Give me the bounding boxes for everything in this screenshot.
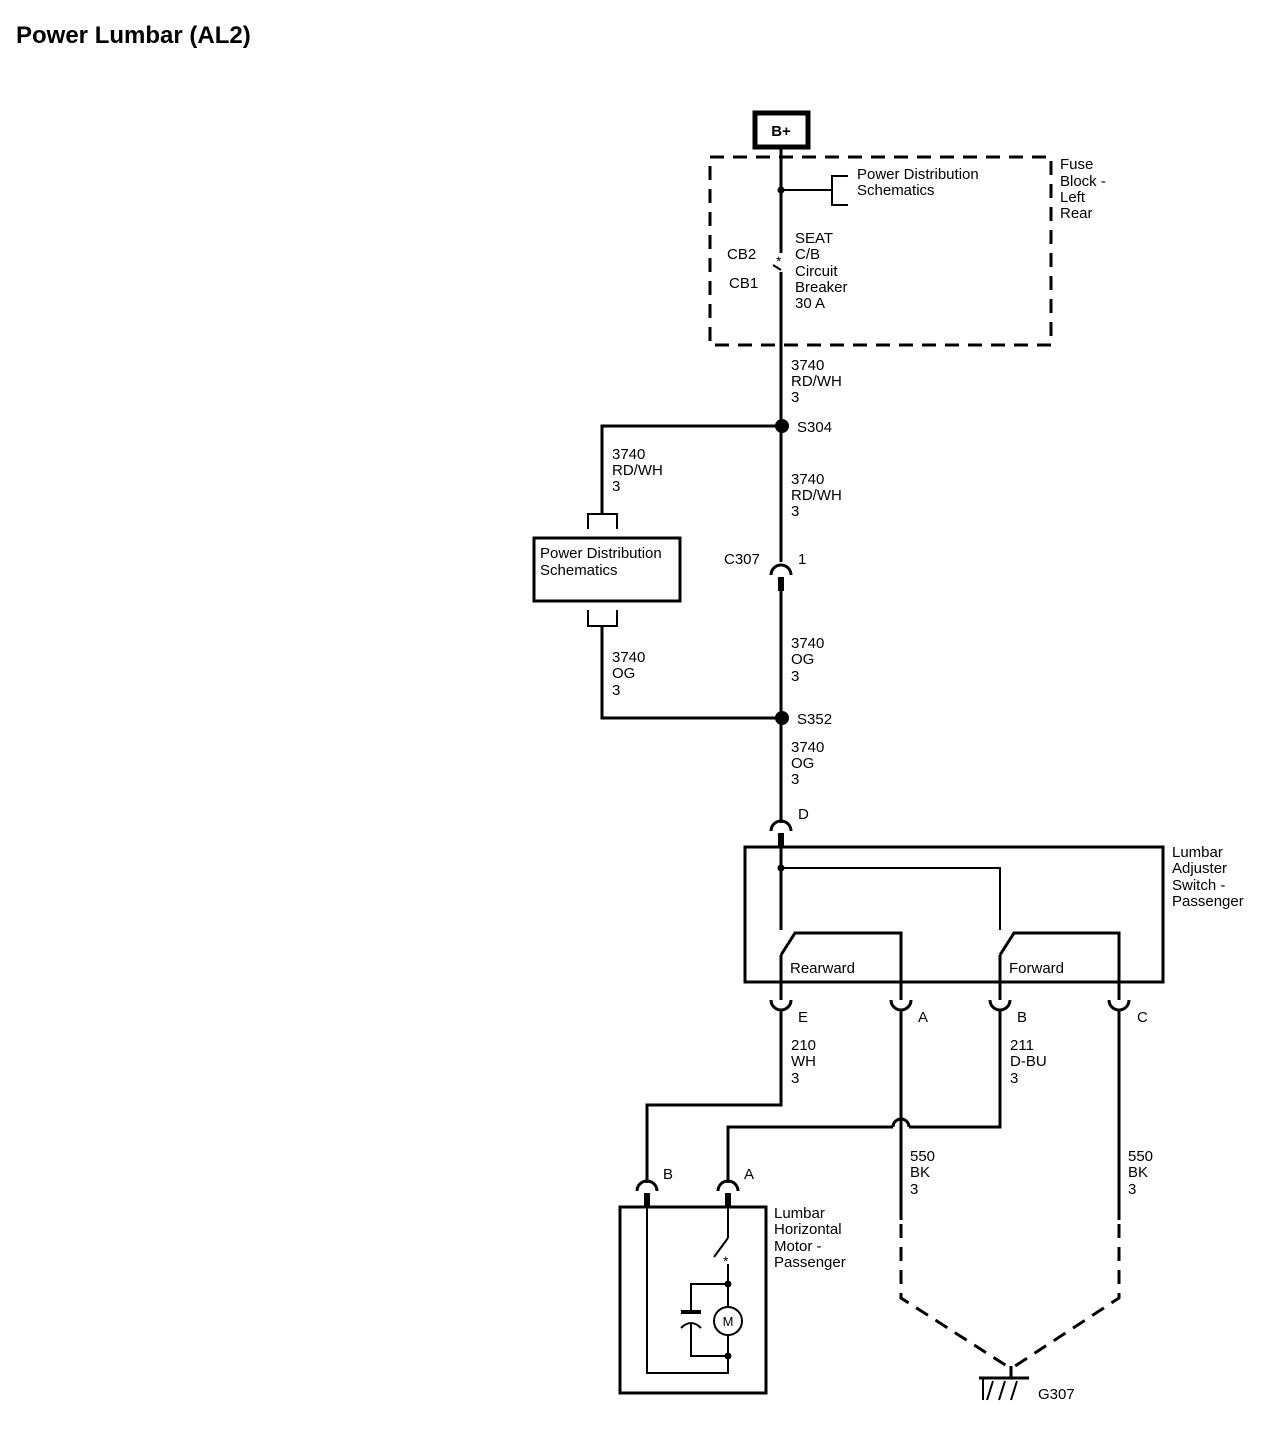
- pds-output-wire-label: 3740 OG 3: [612, 649, 650, 699]
- fuse-block-left-rear: Fuse Block - Left Rear Power Distributio…: [708, 155, 1110, 347]
- motor-pin-a-label: A: [744, 1166, 754, 1183]
- connector-c307: C307 1: [724, 551, 806, 591]
- seat-circuit-breaker-label: SEAT C/B Circuit Breaker 30 A: [795, 230, 852, 312]
- pds-box-label: Power Distribution Schematics: [540, 545, 666, 579]
- wire-3740-og-label: 3740 OG 3: [791, 635, 829, 685]
- splice-s352-dot: [775, 711, 789, 725]
- ground-label: G307: [1038, 1386, 1075, 1403]
- switch-pin-b-connector: [988, 999, 1012, 1012]
- switch-output-wires: 210 WH 3 211 D-BU 3 550 BK 3 550 BK 3: [645, 1010, 1157, 1220]
- switch-name: Lumbar Adjuster Switch - Passenger: [1172, 844, 1244, 910]
- wire-211-label: 211 D-BU 3: [1010, 1037, 1051, 1087]
- breaker-mark: *: [776, 253, 782, 269]
- switch-pin-a-connector: [889, 999, 913, 1012]
- breaker-contact: [772, 264, 782, 271]
- wire-211: [909, 1010, 1002, 1129]
- fuse-block-name: Fuse Block - Left Rear: [1060, 156, 1110, 222]
- splice-s304-label: S304: [797, 419, 832, 436]
- switch-pin-e-connector: [769, 999, 793, 1012]
- forward-label: Forward: [1009, 960, 1064, 977]
- pds-loop: Power Distribution Schematics 3740 RD/WH…: [532, 424, 781, 720]
- wire-3740-rdwh-label-2: 3740 RD/WH 3: [791, 471, 846, 520]
- cb2-label: CB2: [727, 246, 756, 263]
- c307-pin-label: 1: [798, 551, 806, 568]
- switch-pin-c-label: C: [1137, 1009, 1148, 1026]
- switch-pin-b-label: B: [1017, 1009, 1027, 1026]
- wire-3740-og-label-2: 3740 OG 3: [791, 739, 829, 788]
- switch-pin-d-connector: [769, 819, 793, 832]
- wire-550-c-label: 550 BK 3: [1128, 1148, 1157, 1198]
- wire-210: [645, 1010, 783, 1183]
- switch-pin-a-label: A: [918, 1009, 928, 1026]
- forward-contact: [998, 931, 1121, 1000]
- cb1-label: CB1: [729, 275, 758, 292]
- switch-housing: [743, 845, 1165, 984]
- switch-pin-c-connector: [1107, 999, 1131, 1012]
- rearward-contact: [779, 931, 903, 1000]
- motor-pin-b-label: B: [663, 1166, 673, 1183]
- c307-label: C307: [724, 551, 760, 568]
- lumbar-adjuster-switch: D Lumbar Adjuster Switch - Passenger Rea…: [743, 806, 1244, 1026]
- motor-housing: [618, 1205, 768, 1395]
- splice-s304-dot: [775, 419, 789, 433]
- motor-pin-b-connector: [635, 1179, 659, 1192]
- battery-label: B+: [771, 123, 791, 140]
- splice-s352-label: S352: [797, 711, 832, 728]
- motor-pin-a-connector: [716, 1179, 740, 1192]
- switch-pin-e-label: E: [798, 1009, 808, 1026]
- thermal-switch: [713, 1237, 729, 1258]
- ground-g307: G307: [899, 1224, 1121, 1403]
- wire-210-label: 210 WH 3: [791, 1037, 820, 1087]
- pds-box: [532, 536, 682, 603]
- wire-550-a-label: 550 BK 3: [910, 1148, 939, 1198]
- page-title: Power Lumbar (AL2): [16, 22, 251, 49]
- rearward-label: Rearward: [790, 960, 855, 977]
- motor-m-label: M: [723, 1314, 734, 1329]
- pds-input-wire-label: 3740 RD/WH 3: [612, 446, 667, 495]
- fuse-pds-reference: Power Distribution Schematics: [857, 166, 983, 199]
- wire-3740-rdwh-label: 3740 RD/WH 3: [791, 357, 846, 406]
- motor-name: Lumbar Horizontal Motor - Passenger: [774, 1205, 846, 1271]
- thermal-mark: *: [723, 1253, 729, 1269]
- lumbar-horizontal-motor: B A Lumbar Horizontal Motor - Passenger …: [618, 1166, 846, 1395]
- switch-pin-d-label: D: [798, 806, 809, 823]
- battery-power-source: B+: [752, 110, 811, 150]
